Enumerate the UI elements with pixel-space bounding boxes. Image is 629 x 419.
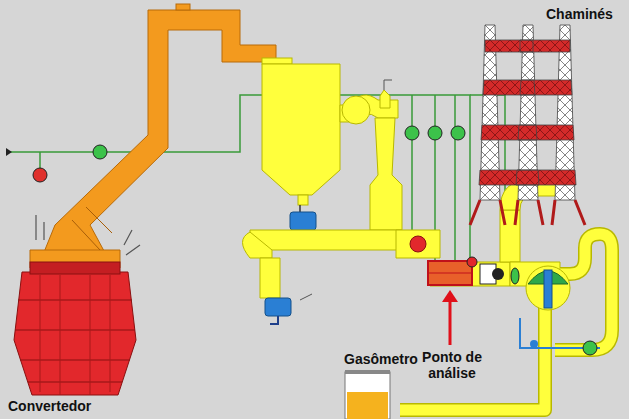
analysis-point-label: Ponto de análise xyxy=(416,349,488,381)
gasometer-label: Gasômetro xyxy=(344,351,418,367)
chimney-label: Chaminés xyxy=(546,6,613,22)
converter-label: Convertedor xyxy=(8,398,91,414)
